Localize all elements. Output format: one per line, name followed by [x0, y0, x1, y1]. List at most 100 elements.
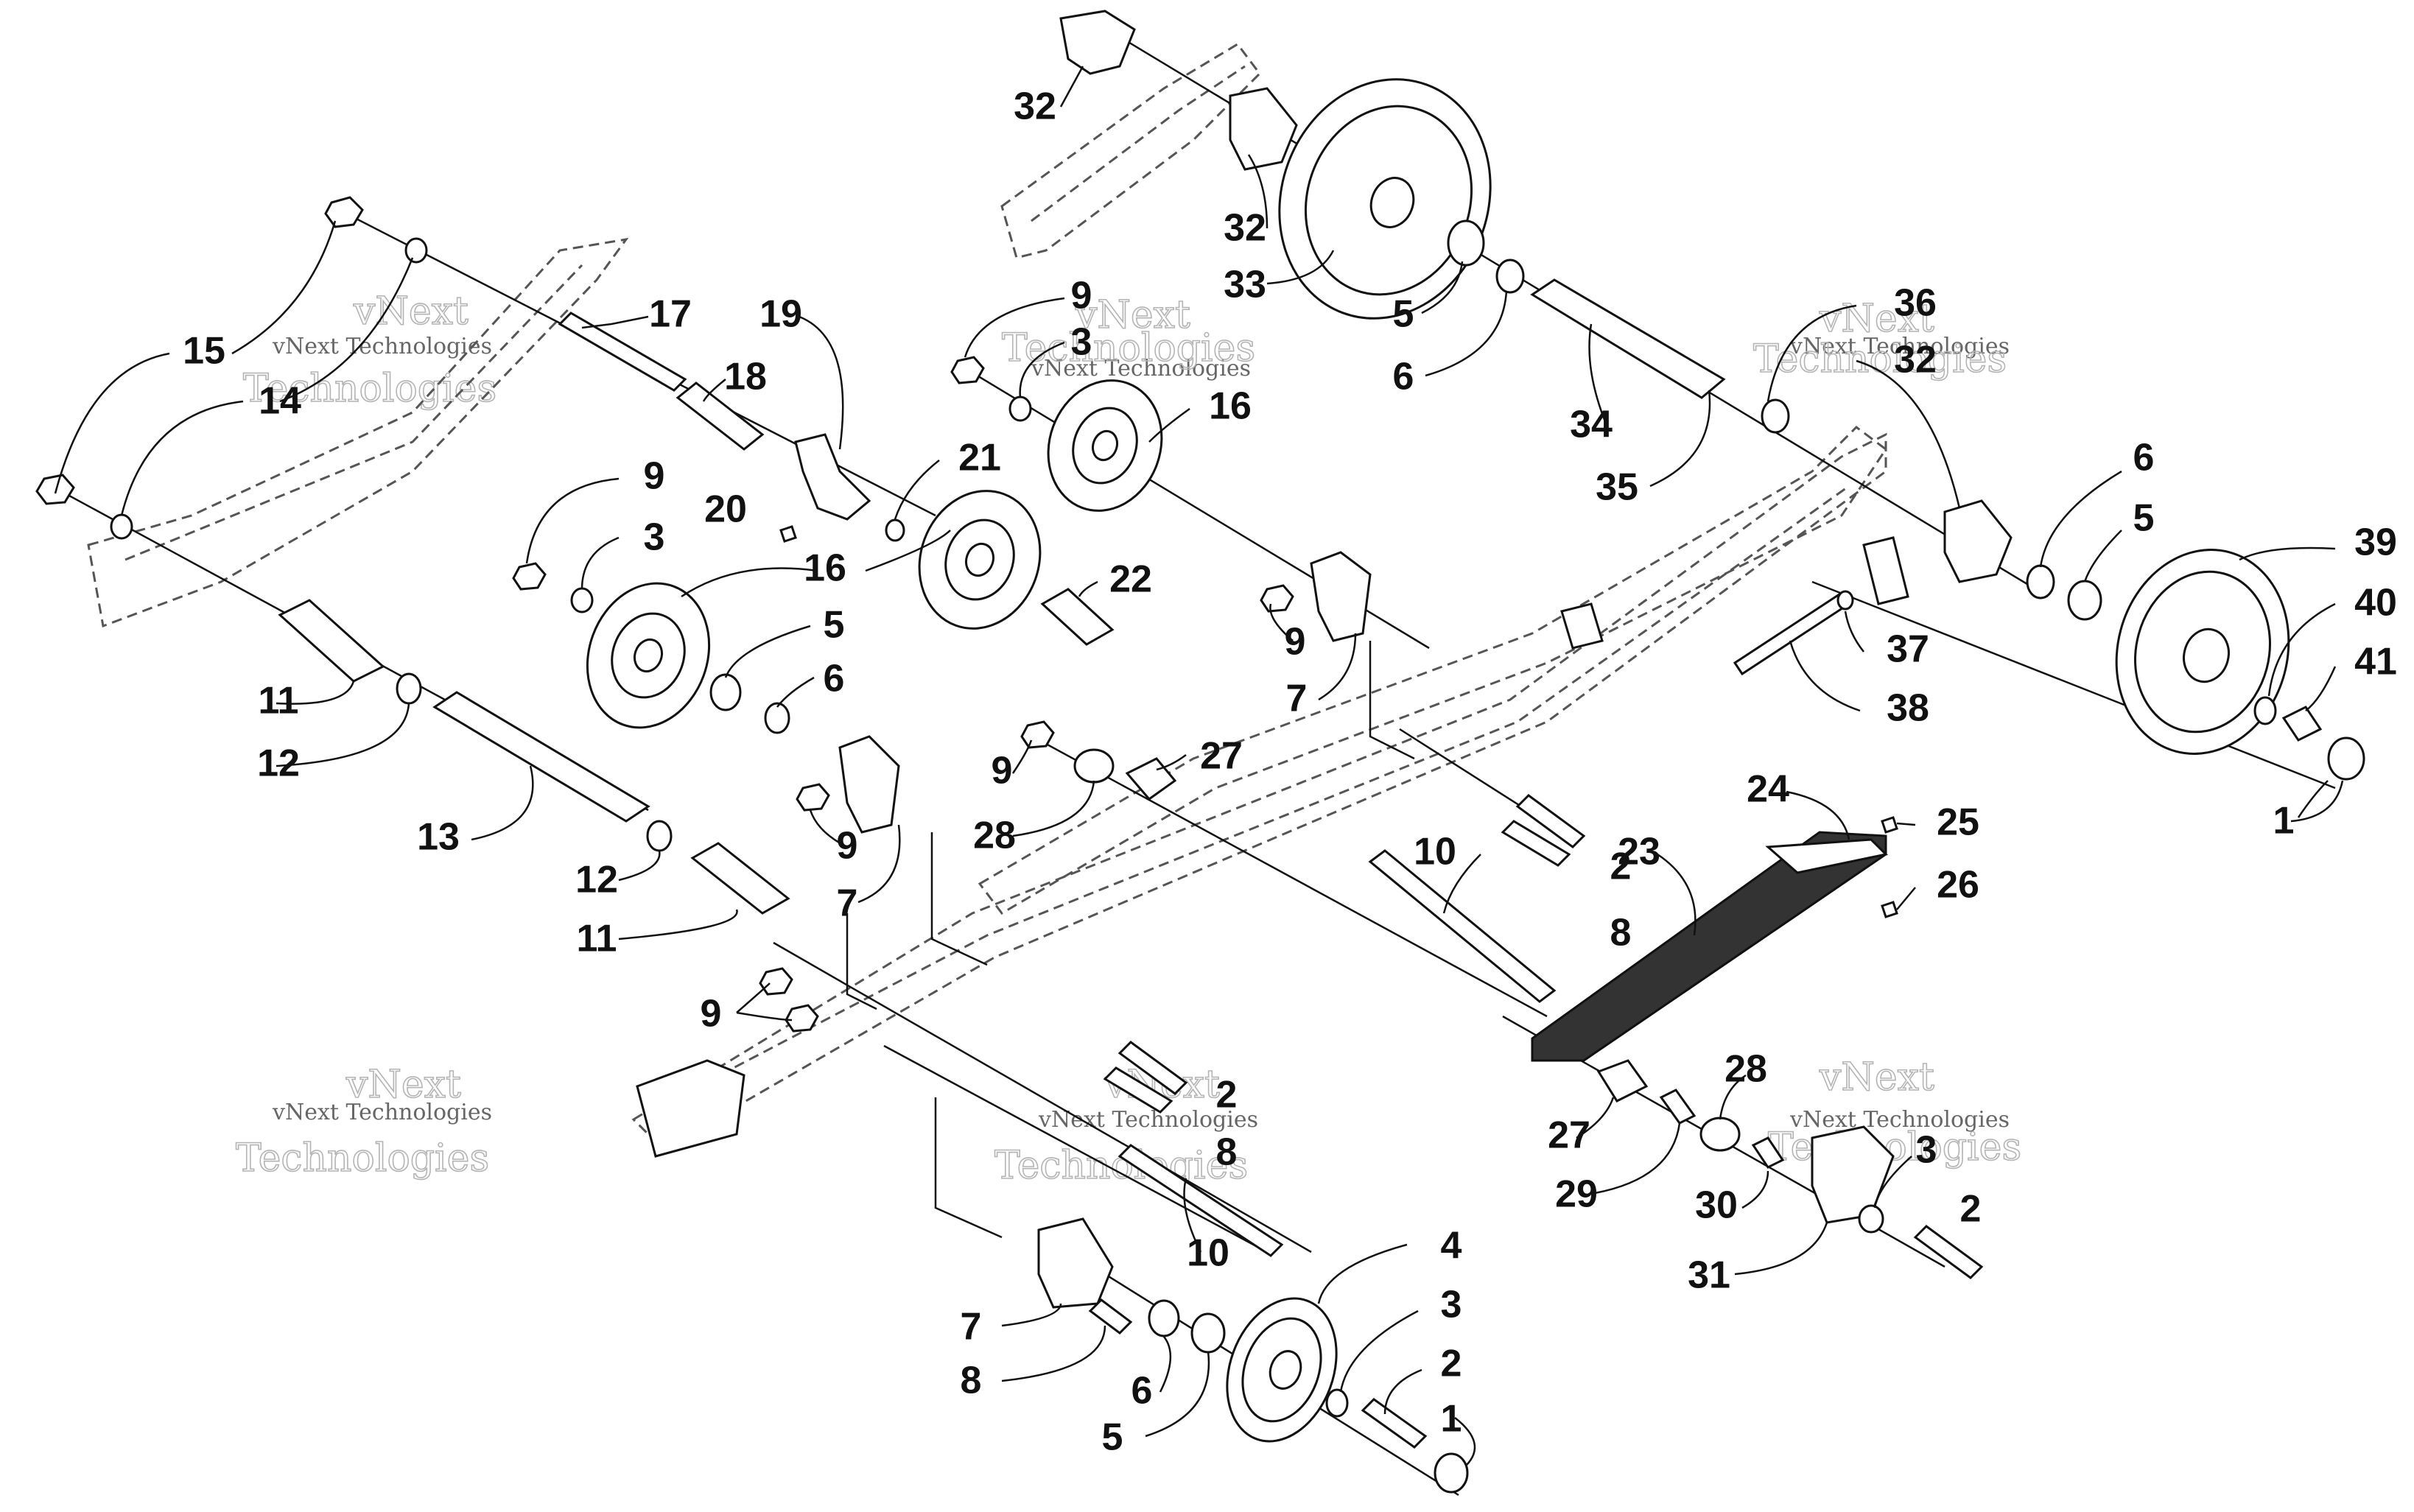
- watermark-large-line2: Technologies: [994, 1144, 1248, 1188]
- frame-rails: [87, 43, 1909, 1158]
- leader-1a: [2290, 780, 2344, 823]
- callout-5: 5: [1393, 293, 1414, 336]
- leader-9c: [1269, 603, 1294, 641]
- watermark-large-line2: Technologies: [243, 367, 497, 411]
- part-16-upper-wheel: [1047, 379, 1163, 512]
- part-13-axle-tube: [432, 691, 650, 823]
- part-7-bottom-bracket: [1037, 1217, 1114, 1309]
- leader-32c: [1856, 359, 1961, 509]
- leader-28b: [1719, 1074, 1747, 1120]
- leader-15a: [231, 220, 337, 355]
- part-5-left-bearing: [709, 673, 742, 711]
- callout-11: 11: [577, 918, 617, 960]
- leader-9d: [1011, 739, 1033, 774]
- leader-37: [1844, 611, 1864, 653]
- watermark-large-line1: vNext: [1819, 1055, 1934, 1100]
- callout-39: 39: [2354, 521, 2397, 564]
- callout-16: 16: [1209, 385, 1252, 428]
- leader-24: [1786, 790, 1850, 840]
- callout-9: 9: [1071, 275, 1092, 317]
- leader-bracket-lower-elbow: [934, 1097, 1003, 1239]
- part-33-large-wheel: [1278, 78, 1492, 320]
- leader-11a: [276, 681, 355, 705]
- leader-12a: [276, 703, 410, 767]
- watermark-small-text: vNext Technologies: [1031, 356, 1251, 381]
- callout-15: 15: [183, 330, 225, 373]
- callout-37: 37: [1887, 628, 1929, 671]
- watermark-small-text: vNext Technologies: [272, 334, 492, 359]
- part-29-sleeve: [1659, 1089, 1697, 1125]
- leader-6d: [1159, 1336, 1172, 1393]
- part-30-spacer: [1751, 1136, 1785, 1169]
- callout-6: 6: [824, 658, 845, 700]
- callout-10: 10: [1187, 1232, 1229, 1275]
- part-24-arm-end: [1765, 838, 1889, 874]
- leader-9f2: [736, 1011, 793, 1022]
- callout-16: 16: [804, 547, 846, 590]
- callout-35: 35: [1596, 466, 1638, 509]
- callout-19: 19: [759, 293, 802, 336]
- leader-30: [1741, 1170, 1769, 1209]
- part-25-screw: [1881, 816, 1898, 834]
- part-32-top-cap: [1059, 10, 1136, 75]
- callout-22: 22: [1109, 558, 1152, 601]
- part-6-bottom-snap-ring: [1148, 1299, 1180, 1337]
- callout-6: 6: [2133, 437, 2155, 479]
- watermark-large-line2: Technologies: [1753, 337, 2007, 381]
- part-41-bolt: [2281, 706, 2323, 742]
- leader-34: [1588, 323, 1607, 424]
- leader-3b: [580, 536, 620, 590]
- part-7-left-bracket: [838, 735, 900, 834]
- part-2-bottom-bolt: [1361, 1398, 1428, 1449]
- leader-13: [471, 765, 534, 841]
- callout-8: 8: [1216, 1131, 1238, 1174]
- callout-2: 2: [1960, 1188, 1982, 1231]
- watermark-small-text: vNext Technologies: [1789, 334, 2010, 359]
- watermark-top-center: vNext vNext Technologies Technologies: [1001, 292, 1256, 381]
- leader-5b: [2083, 530, 2122, 583]
- callout-24: 24: [1747, 768, 1789, 811]
- watermark-large-line1: vNext: [1819, 297, 1934, 341]
- leader-8c: [1001, 1325, 1106, 1382]
- callout-34: 34: [1570, 404, 1613, 446]
- part-40-washer: [2253, 696, 2277, 725]
- part-11-upper-sleeve: [278, 599, 385, 683]
- watermark-bottom-left: vNext vNext Technologies Technologies: [235, 1062, 492, 1181]
- leader-10a: [1442, 854, 1481, 914]
- part-1-bottom-cap: [1434, 1452, 1469, 1494]
- leader-31: [1734, 1222, 1828, 1276]
- leader-41: [2305, 666, 2337, 711]
- leader-33: [1266, 250, 1335, 285]
- leader-5c: [724, 625, 811, 678]
- leader-32b: [1247, 154, 1269, 229]
- watermark-large-line2: Technologies: [1002, 326, 1255, 370]
- part-3-right-washer: [1858, 1204, 1884, 1234]
- part-35-washer: [1761, 398, 1790, 434]
- leader-19: [799, 315, 844, 450]
- leader-18: [702, 379, 726, 402]
- callout-5: 5: [824, 604, 845, 647]
- leader-9f: [736, 982, 771, 1013]
- rail-rear-block: [1862, 536, 1909, 605]
- part-27-lower-clip: [1596, 1059, 1649, 1103]
- part-7-upper-bracket: [1310, 551, 1372, 642]
- part-3-upper-washer: [1008, 395, 1032, 422]
- callout-3: 3: [1916, 1129, 1937, 1172]
- part-9-upper-right-nut: [1260, 584, 1294, 613]
- part-32-rear-hub: [1943, 499, 2013, 583]
- part-6-rear-snap-ring: [2026, 564, 2055, 599]
- part-14-lower-washer: [110, 513, 133, 540]
- leader-32a: [1059, 66, 1084, 108]
- part-9-center-nut: [1020, 720, 1055, 749]
- leader-27b: [1576, 1097, 1615, 1139]
- callout-40: 40: [2354, 582, 2397, 625]
- top-bracket-rail: [1000, 43, 1261, 259]
- callout-13: 13: [417, 816, 460, 859]
- leader-12b: [618, 850, 661, 882]
- part-14-upper-washer: [404, 237, 428, 264]
- part-27-upper-clip: [1125, 757, 1177, 801]
- leader-26: [1896, 887, 1916, 910]
- callout-20: 20: [704, 488, 747, 531]
- part-5-rear-bearing: [2067, 580, 2102, 621]
- part-22-spacer: [1040, 588, 1115, 646]
